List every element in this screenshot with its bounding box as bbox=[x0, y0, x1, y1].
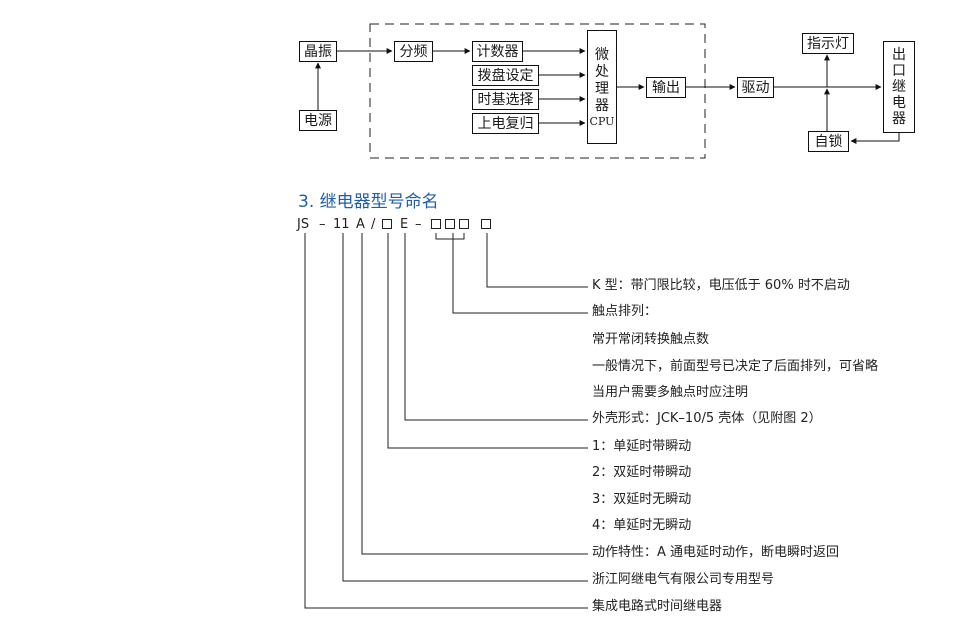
desc-option-2: 2：双延时带瞬动 bbox=[592, 465, 692, 480]
desc-multi-contact-note: 当用户需要多触点时应注明 bbox=[592, 385, 749, 400]
code-square-4 bbox=[459, 219, 469, 229]
desc-k-type: K 型：带门限比较，电压低于 60% 时不启动 bbox=[592, 278, 850, 293]
code-dash-1: – bbox=[319, 217, 326, 232]
power-box: 电源 bbox=[299, 110, 337, 131]
desc-option-3: 3：双延时无瞬动 bbox=[592, 492, 692, 507]
cpu-box: 微 处 理 器 CPU bbox=[587, 30, 617, 144]
code-js: JS bbox=[297, 217, 310, 232]
code-e: E bbox=[400, 217, 409, 232]
desc-housing: 外壳形式：JCK–10/5 壳体（见附图 2） bbox=[592, 411, 822, 426]
code-dash-2: – bbox=[415, 217, 422, 232]
cpu-char-1: 微 bbox=[595, 46, 609, 63]
desc-option-1: 1：单延时带瞬动 bbox=[592, 439, 692, 454]
desc-contact-count: 常开常闭转换触点数 bbox=[592, 332, 710, 347]
leader-k-type bbox=[486, 233, 588, 288]
cpu-char-3: 理 bbox=[595, 80, 609, 97]
dial-setting-box: 拨盘设定 bbox=[472, 65, 539, 86]
code-a: A bbox=[356, 217, 365, 232]
counter-box: 计数器 bbox=[472, 41, 523, 62]
desc-action-characteristic: 动作特性：A 通电延时动作，断电瞬时返回 bbox=[592, 545, 840, 560]
code-number: 11 bbox=[333, 217, 350, 232]
desc-ic-time-relay: 集成电路式时间继电器 bbox=[592, 599, 723, 614]
leader-ic-time-relay bbox=[304, 233, 588, 609]
leader-action-characteristic bbox=[361, 233, 588, 555]
leader-contact-bracket bbox=[435, 233, 465, 240]
code-square-5 bbox=[481, 219, 491, 229]
cpu-char-2: 处 bbox=[595, 63, 609, 80]
leader-delay-option bbox=[387, 233, 588, 449]
cpu-char-5: CPU bbox=[589, 114, 615, 128]
desc-option-4: 4：单延时无瞬动 bbox=[592, 518, 692, 533]
arrow-relay-to-selflock bbox=[850, 133, 900, 144]
relay-char-1: 出 bbox=[892, 47, 906, 63]
cpu-char-4: 器 bbox=[595, 97, 609, 114]
indicator-box: 指示灯 bbox=[802, 33, 854, 54]
relay-char-3: 继 bbox=[892, 79, 906, 95]
section-title: 3. 继电器型号命名 bbox=[298, 192, 439, 212]
timebase-select-box: 时基选择 bbox=[472, 89, 539, 110]
leader-contact-arrangement bbox=[452, 233, 588, 314]
selflock-box: 自锁 bbox=[808, 131, 849, 152]
code-square-1 bbox=[382, 219, 392, 229]
power-reset-box: 上电复归 bbox=[472, 113, 539, 134]
relay-char-5: 器 bbox=[892, 111, 906, 127]
desc-company-model: 浙江阿继电气有限公司专用型号 bbox=[592, 572, 775, 587]
leader-company-model bbox=[342, 233, 588, 582]
desc-contact-arrangement: 触点排列： bbox=[592, 304, 658, 319]
model-code-leader-lines bbox=[304, 233, 588, 609]
divider-box: 分频 bbox=[394, 41, 433, 62]
driver-box: 驱动 bbox=[737, 77, 774, 98]
relay-char-4: 电 bbox=[892, 95, 906, 111]
code-square-3 bbox=[445, 219, 455, 229]
leader-housing bbox=[404, 233, 588, 421]
code-slash: / bbox=[371, 217, 376, 232]
dashed-enclosure bbox=[369, 23, 706, 159]
desc-can-omit: 一般情况下，前面型号已决定了后面排列，可省略 bbox=[592, 359, 879, 374]
output-box: 输出 bbox=[646, 77, 686, 98]
crystal-box: 晶振 bbox=[299, 41, 337, 62]
output-relay-box: 出 口 继 电 器 bbox=[883, 41, 915, 133]
relay-char-2: 口 bbox=[892, 63, 906, 79]
code-square-2 bbox=[431, 219, 441, 229]
